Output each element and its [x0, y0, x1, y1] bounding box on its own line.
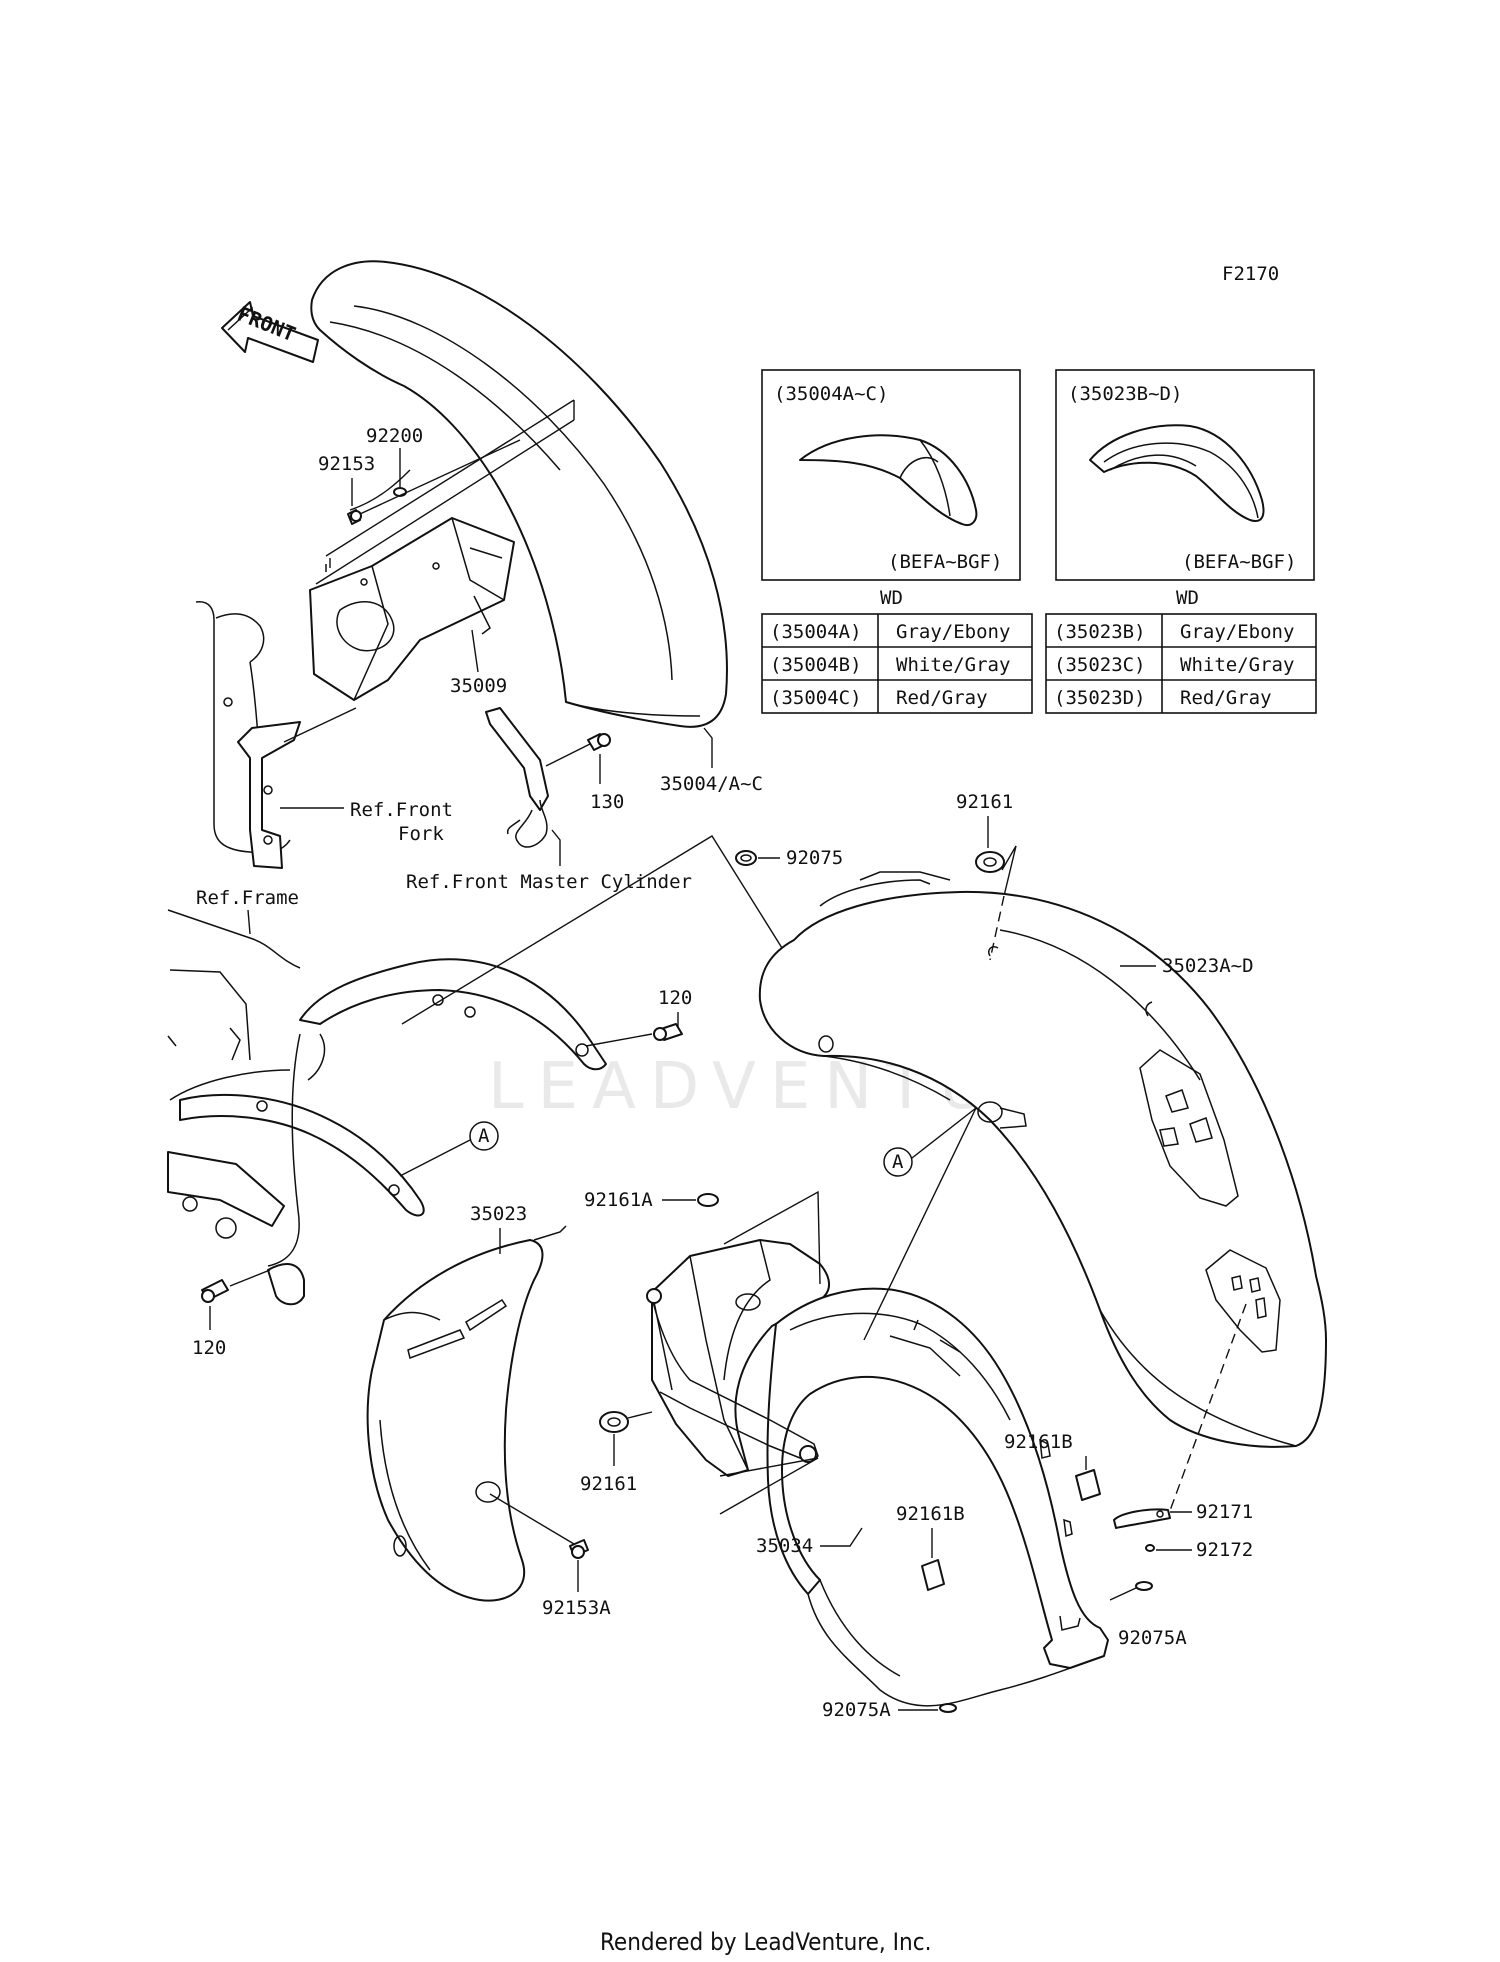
pad-92161B-right	[1075, 1469, 1101, 1501]
table2-row1-part: (35023B)	[1054, 621, 1146, 643]
bolt-120-top	[653, 1023, 683, 1041]
label-92153A: 92153A	[542, 1597, 611, 1619]
screw-92153A	[569, 1539, 589, 1559]
color-table-35023: (35023B) Gray/Ebony (35023C) White/Gray …	[1045, 613, 1317, 714]
label-92161-top: 92161	[956, 791, 1013, 813]
fender-splash-panel-35023	[366, 1225, 567, 1602]
cap-92075A-right	[1135, 1581, 1153, 1591]
label-92153: 92153	[318, 453, 375, 475]
callout-a-left: A	[478, 1125, 490, 1147]
inset-35004: (35004A~C) (BEFA~BGF) WD	[761, 369, 1021, 609]
label-92161B-right: 92161B	[1004, 1431, 1073, 1453]
table2-row3-part: (35023D)	[1054, 687, 1146, 709]
brake-line-clip	[485, 707, 549, 848]
front-direction-arrow: FRONT	[221, 301, 319, 363]
inset-35023-caption: WD	[1176, 587, 1199, 609]
table1-row2-color: White/Gray	[896, 654, 1010, 676]
screw-92153	[347, 509, 362, 525]
color-table-35004: (35004A) Gray/Ebony (35004B) White/Gray …	[761, 613, 1033, 714]
rear-frame: Ref.Frame	[167, 887, 607, 1306]
label-35009: 35009	[450, 675, 507, 697]
label-92075A-right: 92075A	[1118, 1627, 1187, 1649]
label-92161-mid: 92161	[580, 1473, 637, 1495]
table1-row1-part: (35004A)	[770, 621, 862, 643]
label-130: 130	[590, 791, 624, 813]
label-35023AD: 35023A~D	[1162, 955, 1254, 977]
label-92161B-mid: 92161B	[896, 1503, 965, 1525]
rear-fender	[758, 871, 1327, 1448]
label-35023: 35023	[470, 1203, 527, 1225]
inset-35023: (35023B~D) (BEFA~BGF) WD	[1055, 369, 1315, 609]
clip-92171	[1113, 1508, 1171, 1529]
rivet-92172	[1145, 1544, 1155, 1552]
footer-credit: Rendered by LeadVenture, Inc.	[600, 1928, 931, 1956]
label-ref-frame: Ref.Frame	[196, 887, 299, 909]
grommet-92075	[735, 850, 757, 866]
label-ref-front-master-cylinder: Ref.Front Master Cylinder	[406, 871, 692, 893]
label-92075A-bottom: 92075A	[822, 1699, 891, 1721]
washer-92161-top	[975, 851, 1005, 873]
inset-35023-title: (35023B~D)	[1068, 383, 1182, 405]
bolt-120-bottom	[201, 1279, 229, 1303]
pad-92161B-mid	[921, 1559, 945, 1591]
label-35034: 35034	[756, 1535, 813, 1557]
figure-code: F2170	[1222, 263, 1279, 285]
callout-a-right: A	[892, 1151, 904, 1173]
cap-92161A	[697, 1193, 719, 1207]
table2-row1-color: Gray/Ebony	[1180, 621, 1294, 643]
table2-row2-part: (35023C)	[1054, 654, 1146, 676]
inset-35004-title: (35004A~C)	[774, 383, 888, 405]
bolt-130	[587, 733, 611, 751]
cap-92075A-bottom	[939, 1703, 957, 1713]
label-92075: 92075	[786, 847, 843, 869]
inset-35004-caption: WD	[880, 587, 903, 609]
label-92200: 92200	[366, 425, 423, 447]
fender-bracket	[309, 517, 515, 701]
table1-row3-part: (35004C)	[770, 687, 862, 709]
inset-35004-code: (BEFA~BGF)	[888, 551, 1002, 573]
table2-row3-color: Red/Gray	[1180, 687, 1272, 709]
washer-92161-mid	[599, 1411, 629, 1433]
label-35004: 35004/A~C	[660, 773, 763, 795]
inset-35023-code: (BEFA~BGF)	[1182, 551, 1296, 573]
label-120-top: 120	[658, 987, 692, 1009]
inner-rear-fender-35034	[646, 1239, 1109, 1707]
table1-row3-color: Red/Gray	[896, 687, 988, 709]
label-92161A: 92161A	[584, 1189, 653, 1211]
label-92171: 92171	[1196, 1501, 1253, 1523]
table1-row1-color: Gray/Ebony	[896, 621, 1010, 643]
label-92172: 92172	[1196, 1539, 1253, 1561]
front-fork-leg	[195, 601, 301, 869]
table2-row2-color: White/Gray	[1180, 654, 1294, 676]
label-120-bottom: 120	[192, 1337, 226, 1359]
label-ref-front-fork-2: Fork	[398, 823, 444, 845]
table1-row2-part: (35004B)	[770, 654, 862, 676]
label-ref-front-fork-1: Ref.Front	[350, 799, 453, 821]
